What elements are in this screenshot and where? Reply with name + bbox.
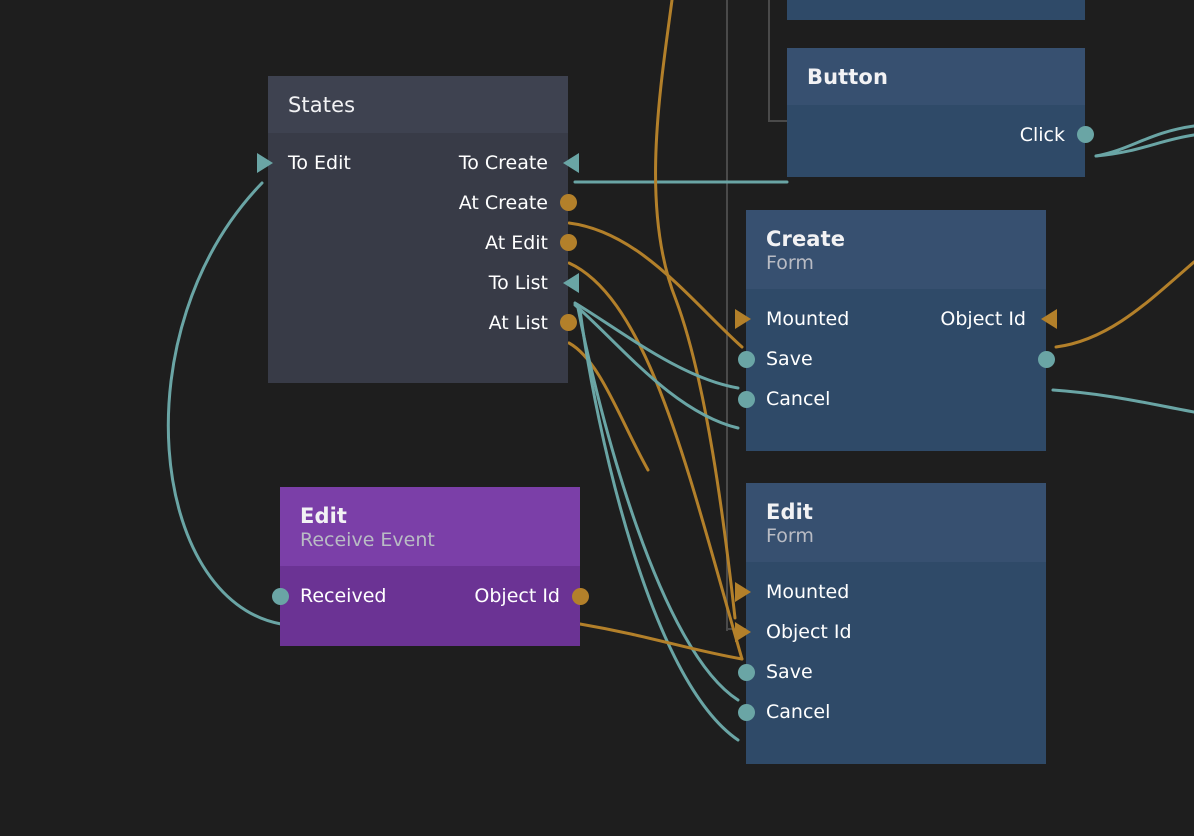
signal-port-dot-icon — [271, 587, 289, 605]
port-row-states-0[interactable]: To Edit To Create — [257, 143, 579, 183]
port-label-at-list: At List — [488, 311, 548, 334]
data-port-arrow-icon — [735, 309, 751, 330]
data-port-dot-icon — [559, 234, 577, 252]
node-create-form-header: Create Form — [746, 210, 1046, 290]
node-edit-receive-event-body: Received Object Id — [271, 566, 589, 647]
node-edit-form-title: Edit — [766, 500, 814, 524]
port-row-states-1[interactable]: At Create — [268, 183, 577, 223]
port-label-edit-save: Save — [766, 661, 813, 684]
port-row-create-2[interactable]: Cancel — [737, 379, 1046, 419]
port-row-edit-1[interactable]: Object Id — [735, 612, 1046, 652]
node-button-header: Button — [787, 48, 1085, 105]
port-label-at-create: At Create — [458, 191, 548, 214]
port-label-to-list: To List — [488, 271, 548, 294]
node-edit-form-header: Edit Form — [746, 483, 1046, 563]
port-label-click: Click — [1019, 123, 1065, 146]
port-label-to-create: To Create — [458, 151, 548, 174]
port-row-create-1[interactable]: Save — [737, 339, 1055, 379]
data-port-dot-icon — [559, 194, 577, 212]
node-button-body: Click — [787, 104, 1094, 177]
node-create-form[interactable]: Create Form Mounted Object Id Save — [735, 210, 1057, 452]
node-create-form-title: Create — [766, 227, 846, 251]
node-edit-form-subtitle: Form — [766, 524, 814, 547]
data-port-arrow-icon — [735, 582, 751, 603]
node-edit-form-body: Mounted Object Id Save Cancel — [735, 562, 1046, 765]
port-label-to-edit: To Edit — [288, 151, 351, 174]
port-label-at-edit: At Edit — [485, 231, 548, 254]
port-label-edit-object-id: Object Id — [766, 621, 852, 644]
signal-port-dot-icon — [737, 350, 755, 368]
node-states-title: States — [288, 93, 356, 117]
port-row-states-3[interactable]: To List — [268, 263, 579, 303]
port-row-edit-3[interactable]: Cancel — [737, 692, 1046, 732]
signal-port-dot-icon — [737, 663, 755, 681]
data-port-arrow-icon — [1041, 309, 1057, 330]
port-label-create-object-id: Object Id — [940, 308, 1026, 331]
data-port-dot-icon — [571, 587, 589, 605]
port-row-receive-0[interactable]: Received Object Id — [271, 576, 589, 616]
signal-port-dot-icon — [737, 703, 755, 721]
signal-port-arrow-icon — [563, 152, 579, 173]
data-port-dot-icon — [559, 314, 577, 332]
signal-port-dot-icon — [1076, 126, 1094, 144]
port-label-receive-object-id: Object Id — [474, 585, 560, 608]
port-label-received: Received — [300, 585, 387, 608]
port-row-states-2[interactable]: At Edit — [268, 223, 577, 263]
node-states[interactable]: States To Edit To Create At Create A — [257, 76, 579, 383]
signal-port-dot-icon — [1037, 350, 1055, 368]
signal-port-arrow-icon — [257, 152, 273, 173]
port-label-create-mounted: Mounted — [766, 308, 850, 331]
group-bracket-upper — [768, 0, 790, 122]
signal-port-dot-icon — [737, 390, 755, 408]
node-create-form-subtitle: Form — [766, 251, 814, 274]
port-label-create-cancel: Cancel — [766, 388, 831, 411]
port-row-edit-0[interactable]: Mounted — [735, 572, 1046, 612]
node-clipped-top[interactable] — [787, 0, 1085, 20]
group-bracket-lower — [726, 530, 748, 630]
data-port-arrow-icon — [735, 622, 751, 643]
port-label-create-save: Save — [766, 348, 813, 371]
node-states-body: To Edit To Create At Create At Edit — [257, 132, 579, 383]
signal-port-arrow-icon — [563, 272, 579, 293]
port-row-edit-2[interactable]: Save — [737, 652, 1046, 692]
node-button-title: Button — [807, 65, 889, 89]
node-create-form-body: Mounted Object Id Save Cancel — [735, 289, 1057, 452]
port-label-edit-cancel: Cancel — [766, 701, 831, 724]
node-edit-form[interactable]: Edit Form Mounted Object Id Save — [735, 483, 1046, 765]
node-states-header: States — [268, 76, 568, 133]
node-edit-receive-event-header: Edit Receive Event — [280, 487, 580, 567]
node-edit-receive-event[interactable]: Edit Receive Event Received Object Id — [271, 487, 589, 647]
port-row-create-0[interactable]: Mounted Object Id — [735, 299, 1057, 339]
port-label-edit-mounted: Mounted — [766, 581, 850, 604]
node-edit-receive-event-subtitle: Receive Event — [300, 528, 435, 551]
port-row-states-4[interactable]: At List — [268, 303, 577, 343]
node-edit-receive-event-title: Edit — [300, 504, 348, 528]
port-row-click[interactable]: Click — [787, 115, 1094, 155]
node-clipped-top-body — [787, 0, 1085, 20]
node-button[interactable]: Button Click — [787, 48, 1094, 177]
